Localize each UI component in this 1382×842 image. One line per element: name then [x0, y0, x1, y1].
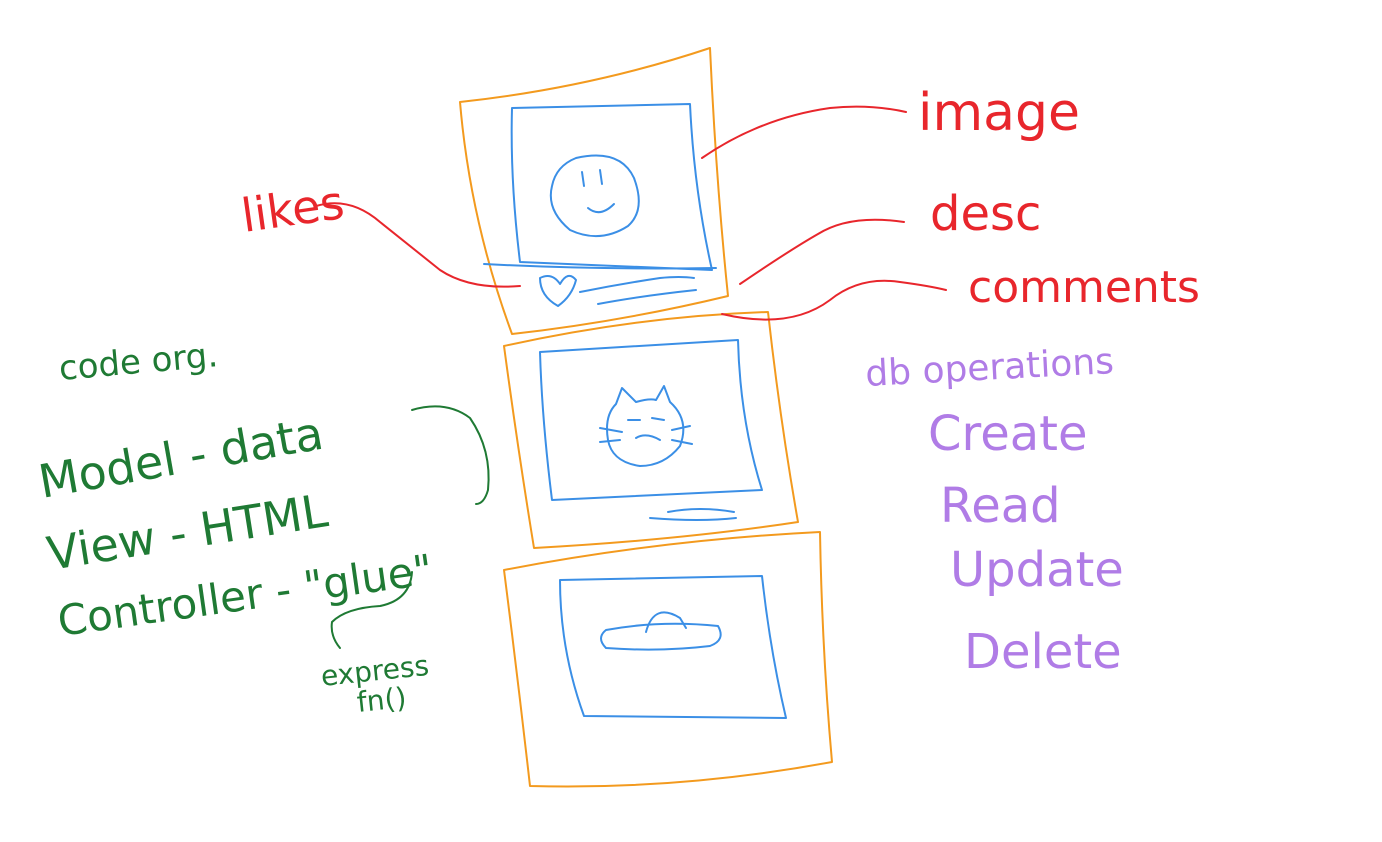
label-comments: comments [968, 262, 1200, 313]
post-card-1-frame [459, 47, 729, 335]
post-card-2-frame [503, 311, 799, 549]
controller-arrow [330, 571, 413, 649]
crud-create: Create [928, 406, 1088, 462]
express-fn-label: fn() [355, 681, 408, 719]
post-card-2 [503, 311, 799, 549]
post-1-desc-line [579, 276, 695, 293]
label-likes: likes [238, 175, 347, 243]
post-1-image-frame [510, 103, 713, 271]
cat-face-icon [599, 385, 693, 467]
image-pointer-line [701, 105, 907, 159]
desc-pointer-line [739, 218, 905, 285]
comments-pointer-line [721, 279, 947, 321]
code-org-title: code org. [57, 335, 219, 389]
likes-pointer-line [315, 202, 521, 288]
crud-update: Update [950, 542, 1124, 598]
label-image: image [918, 83, 1080, 143]
post-2-comment-line [649, 517, 737, 521]
post-card-1 [459, 47, 729, 335]
post-3-image-frame [559, 575, 787, 719]
post-1-comment-line [597, 289, 697, 305]
label-desc: desc [930, 186, 1041, 242]
post-card-3 [503, 531, 833, 788]
crud-read: Read [940, 478, 1061, 534]
post-2-image-frame [539, 339, 763, 501]
db-operations-title: db operations [864, 341, 1115, 395]
post-2-desc-line [667, 508, 735, 513]
crud-delete: Delete [964, 624, 1122, 680]
heart-like-icon [539, 274, 577, 307]
smiley-face-icon [549, 154, 640, 237]
object-sketch-icon [600, 611, 722, 651]
post-card-3-frame [503, 531, 833, 788]
mvc-bracket [411, 405, 490, 505]
post-1-divider [483, 263, 717, 270]
